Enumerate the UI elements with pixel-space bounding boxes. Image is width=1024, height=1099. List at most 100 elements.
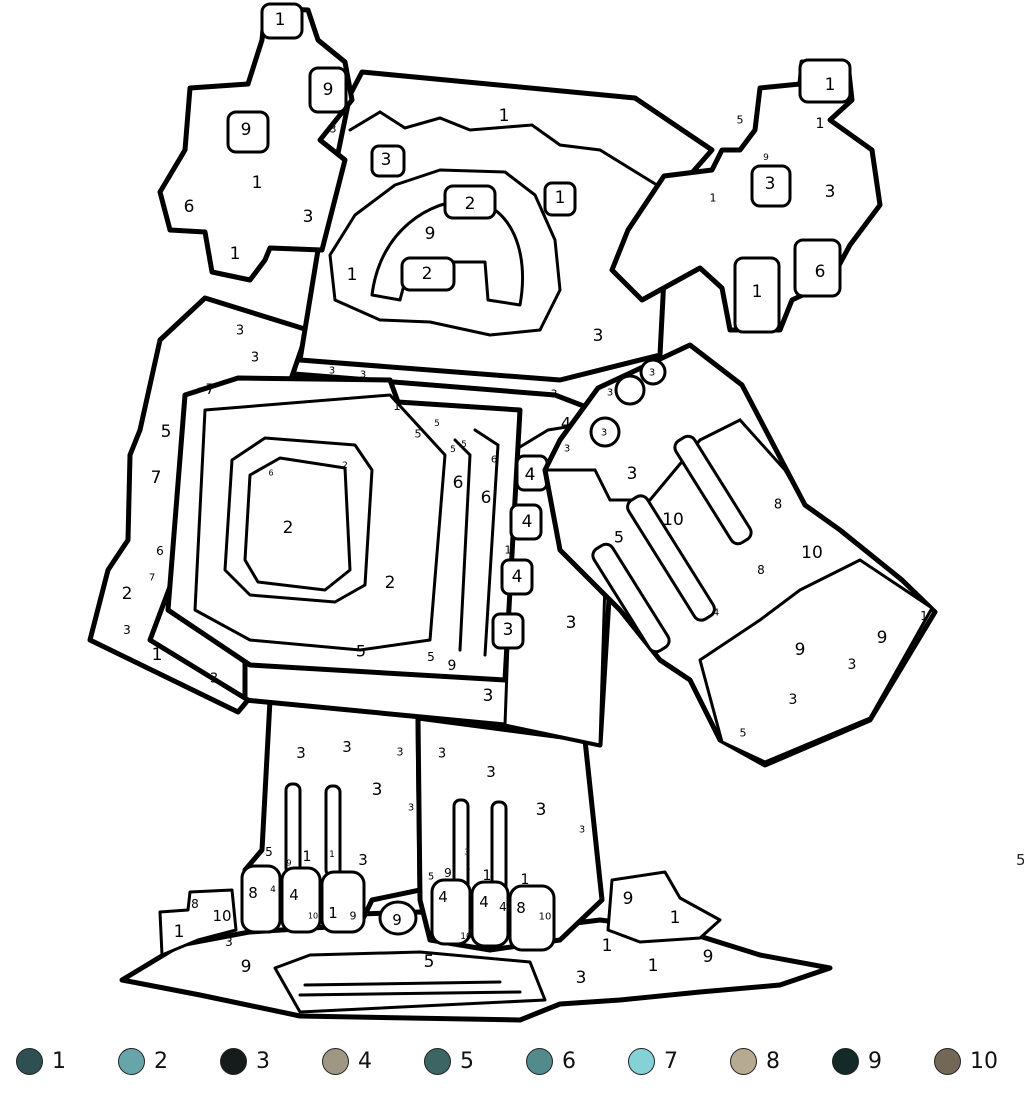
left-leg-crack-2[interactable] bbox=[324, 784, 342, 878]
region-number: 3 bbox=[789, 692, 798, 708]
ground-rock-right[interactable] bbox=[606, 870, 722, 944]
region-number: 1 bbox=[174, 922, 185, 942]
region-number: 3 bbox=[825, 182, 836, 202]
region-number: 3 bbox=[495, 723, 501, 734]
arm-stud-3[interactable] bbox=[639, 358, 667, 386]
region-number: 1 bbox=[505, 544, 512, 557]
region-number: 1 bbox=[328, 904, 338, 922]
region-number: 3 bbox=[486, 763, 496, 781]
region-number: 8 bbox=[774, 498, 782, 513]
region-number: 9 bbox=[703, 947, 714, 967]
region-number: 1 bbox=[555, 188, 566, 208]
ground-ridge-2 bbox=[303, 980, 502, 987]
region-number: 1 bbox=[230, 244, 241, 264]
left-crystal-gem-b[interactable] bbox=[226, 110, 270, 154]
region-number: 9 bbox=[241, 957, 252, 977]
region-number: 5 bbox=[415, 428, 422, 441]
ground-rock-left[interactable] bbox=[158, 888, 238, 957]
region-number: 3 bbox=[649, 368, 655, 379]
torso-gem-4[interactable] bbox=[491, 612, 525, 650]
swatch-circle-icon bbox=[526, 1047, 553, 1075]
right-claw-3[interactable] bbox=[508, 884, 556, 952]
arm-groove-1[interactable] bbox=[672, 433, 754, 546]
region-number: 1 bbox=[602, 936, 613, 956]
region-number: 1 bbox=[252, 173, 263, 193]
palette-swatch-3[interactable]: 3 bbox=[220, 1046, 270, 1076]
arm-stud-1[interactable] bbox=[614, 374, 646, 406]
left-claw-3[interactable] bbox=[320, 870, 366, 934]
region-number: 8 bbox=[757, 563, 765, 577]
region-number: 4 bbox=[525, 465, 536, 485]
palette-swatch-1[interactable]: 1 bbox=[16, 1046, 66, 1076]
arm-groove-3[interactable] bbox=[590, 541, 672, 654]
right-leg-crack-1[interactable] bbox=[452, 798, 470, 892]
swatch-circle-icon bbox=[424, 1047, 451, 1075]
right-crystal-gem-b[interactable] bbox=[793, 238, 842, 298]
region-number: 1 bbox=[275, 10, 286, 30]
left-crystal-tip[interactable] bbox=[260, 2, 304, 40]
region-number: 3 bbox=[123, 623, 131, 637]
region-number: 3 bbox=[765, 174, 776, 194]
region-number: 1 bbox=[347, 265, 358, 285]
region-number: 1 bbox=[752, 282, 763, 302]
palette-swatch-7[interactable]: 7 bbox=[628, 1046, 678, 1076]
region-number: 10 bbox=[539, 912, 552, 923]
right-crystal-gem-a[interactable] bbox=[750, 164, 792, 208]
region-number: 2 bbox=[342, 461, 348, 471]
right-claw-2[interactable] bbox=[470, 880, 510, 948]
arm-fist[interactable] bbox=[698, 558, 934, 764]
small-pebble[interactable] bbox=[378, 900, 418, 936]
right-claw-1[interactable] bbox=[430, 878, 472, 946]
right-crystal-tip[interactable] bbox=[798, 58, 852, 104]
region-number: 4 bbox=[512, 567, 523, 587]
chest-step-1 bbox=[453, 438, 472, 652]
region-number: 5 bbox=[737, 114, 744, 127]
palette-swatch-6[interactable]: 6 bbox=[526, 1046, 576, 1076]
palette-swatch-10[interactable]: 10 bbox=[934, 1046, 998, 1076]
palette-swatch-2[interactable]: 2 bbox=[118, 1046, 168, 1076]
region-number: 3 bbox=[579, 825, 585, 836]
region-number: 5 bbox=[450, 445, 456, 455]
right-leg-crack-2[interactable] bbox=[490, 800, 508, 894]
right-crystal-gem-c[interactable] bbox=[733, 256, 781, 334]
region-number: 4 bbox=[270, 885, 276, 895]
head-gem-right[interactable] bbox=[543, 181, 577, 217]
arm-groove-2[interactable] bbox=[625, 493, 718, 623]
region-number: 9 bbox=[241, 120, 252, 140]
palette-number: 3 bbox=[256, 1048, 270, 1074]
palette-number: 2 bbox=[154, 1048, 168, 1074]
torso-gem-2[interactable] bbox=[509, 503, 543, 541]
left-claw-1[interactable] bbox=[240, 864, 282, 934]
region-number: 2 bbox=[465, 194, 476, 214]
palette-swatch-8[interactable]: 8 bbox=[730, 1046, 780, 1076]
face-tooth-top[interactable] bbox=[443, 184, 497, 220]
region-number: 9 bbox=[763, 153, 769, 163]
region-number: 1 bbox=[152, 645, 163, 665]
region-number: 3 bbox=[342, 738, 352, 756]
region-number: 3 bbox=[372, 780, 383, 800]
torso-gem-3[interactable] bbox=[500, 558, 534, 596]
region-number: 1 bbox=[329, 850, 335, 860]
region-number: 3 bbox=[566, 613, 577, 633]
region-number: 9 bbox=[286, 859, 291, 868]
palette-swatch-5[interactable]: 5 bbox=[424, 1046, 474, 1076]
region-number: 10 bbox=[308, 912, 318, 921]
left-claw-2[interactable] bbox=[280, 866, 322, 934]
arm-stud-2[interactable] bbox=[589, 416, 621, 448]
palette-swatch-4[interactable]: 4 bbox=[322, 1046, 372, 1076]
region-number: 10 bbox=[460, 932, 472, 942]
region-number: 3 bbox=[210, 672, 218, 687]
face-tooth-bottom[interactable] bbox=[400, 256, 456, 292]
chest-step-2 bbox=[473, 428, 500, 657]
left-crystal-gem-a[interactable] bbox=[308, 66, 348, 114]
chest-core-inner[interactable] bbox=[243, 456, 352, 592]
palette-swatch-9[interactable]: 9 bbox=[832, 1046, 882, 1076]
region-number: 6 bbox=[268, 469, 273, 478]
palette-number: 7 bbox=[664, 1048, 678, 1074]
region-number: 3 bbox=[848, 657, 857, 673]
region-number: 3 bbox=[358, 851, 368, 869]
swatch-circle-icon bbox=[118, 1047, 145, 1075]
region-number: 6 bbox=[156, 544, 164, 558]
head-gem-left[interactable] bbox=[370, 144, 406, 178]
